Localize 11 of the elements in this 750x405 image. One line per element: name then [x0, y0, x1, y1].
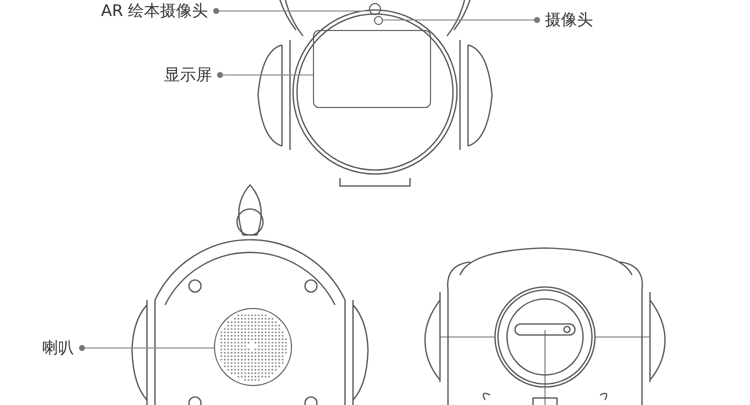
part-label: 显示屏 — [164, 66, 212, 84]
leader-line — [382, 17, 540, 23]
part-label: 摄像头 — [545, 11, 593, 29]
leader-line — [213, 8, 370, 14]
lens-circle — [374, 16, 383, 25]
leader-line — [79, 345, 214, 351]
lens-circle — [369, 3, 381, 15]
screen-rectangle — [313, 30, 431, 108]
speaker-grille — [214, 308, 292, 386]
part-label: AR 绘本摄像头 — [101, 2, 208, 20]
part-label: 喇叭 — [42, 339, 74, 357]
